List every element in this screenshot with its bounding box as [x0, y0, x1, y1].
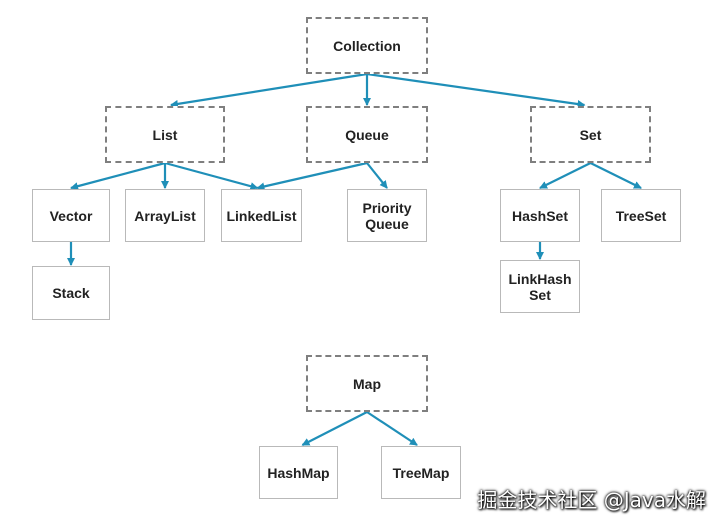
- edge-map-to-hashmap: [301, 411, 368, 446]
- node-treemap: TreeMap: [381, 446, 461, 499]
- watermark-text: 掘金技术社区 @Java水解: [477, 488, 706, 512]
- node-treeset: TreeSet: [601, 189, 681, 242]
- node-list: List: [105, 106, 225, 163]
- node-map: Map: [306, 355, 428, 412]
- node-linkedhashset: LinkHash Set: [500, 260, 580, 313]
- node-queue: Queue: [306, 106, 428, 163]
- edge-list-to-linkedlist: [164, 161, 259, 191]
- edge-queue-to-priorityqueue: [366, 162, 388, 189]
- node-vector: Vector: [32, 189, 110, 242]
- node-priority-queue: Priority Queue: [347, 189, 427, 242]
- edge-collection-to-set: [366, 72, 586, 108]
- node-linkedlist: LinkedList: [221, 189, 302, 242]
- node-collection: Collection: [306, 17, 428, 74]
- node-set: Set: [530, 106, 651, 163]
- edge-set-to-hashset: [539, 162, 591, 189]
- node-hashset: HashSet: [500, 189, 580, 242]
- edge-map-to-treemap: [366, 411, 418, 446]
- edge-set-to-treeset: [590, 162, 642, 189]
- edge-queue-to-linkedlist: [256, 161, 368, 191]
- node-arraylist: ArrayList: [125, 189, 205, 242]
- edge-collection-to-list: [170, 72, 368, 108]
- node-hashmap: HashMap: [259, 446, 338, 499]
- node-stack: Stack: [32, 266, 110, 320]
- edge-list-to-vector: [70, 161, 166, 191]
